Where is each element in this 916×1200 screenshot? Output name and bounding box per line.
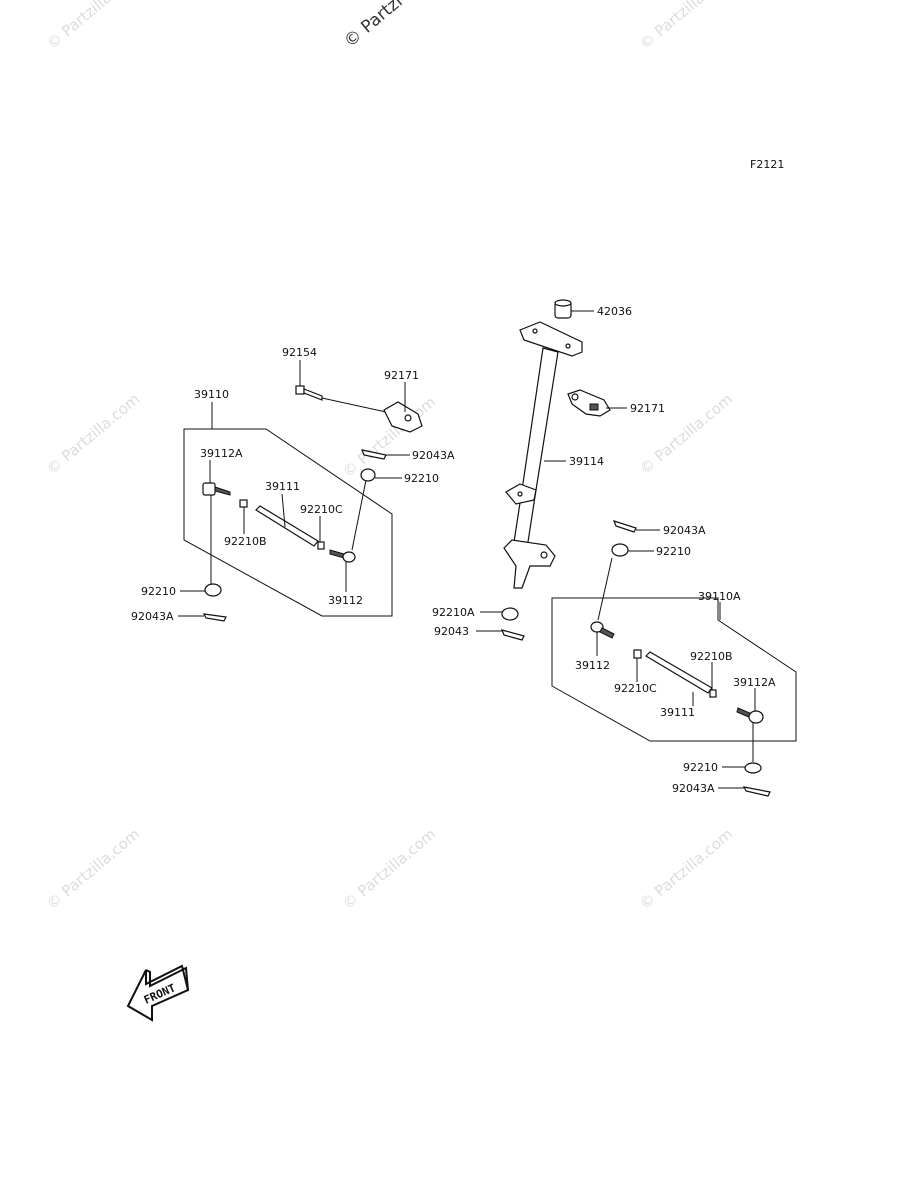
watermark: © Partzilla.com (339, 825, 439, 913)
watermark: © Partzilla.com (636, 825, 736, 913)
bolt-92154 (295, 385, 387, 413)
label-39111-right: 39111 (660, 706, 695, 719)
label-42036: 42036 (597, 305, 632, 318)
label-39111-left: 39111 (265, 480, 300, 493)
label-92043a-left: 92043A (131, 610, 174, 623)
watermarks: © Partzi © Partzilla.com © Partzilla.com… (43, 0, 736, 913)
label-92171-left: 92171 (384, 369, 419, 382)
label-92043: 92043 (434, 625, 469, 638)
label-92171-right: 92171 (630, 402, 665, 415)
label-39112-right: 39112 (575, 659, 610, 672)
label-39110a: 39110A (698, 590, 741, 603)
watermark-top: © Partzi (340, 0, 406, 52)
watermark: © Partzilla.com (43, 0, 143, 53)
label-92210c-right: 92210C (614, 682, 657, 695)
watermark: © Partzilla.com (339, 393, 439, 481)
tie-rod-assembly-39110 (183, 428, 393, 622)
steering-shaft-39114 (503, 299, 583, 589)
watermark: © Partzilla.com (43, 825, 143, 913)
label-92210-bottom: 92210 (683, 761, 718, 774)
watermark: © Partzilla.com (636, 0, 736, 53)
label-39110: 39110 (194, 388, 229, 401)
label-92210-mid: 92210 (404, 472, 439, 485)
label-92210-right: 92210 (656, 545, 691, 558)
mid-hardware (360, 449, 387, 482)
bracket-92171-right (567, 389, 611, 417)
label-92154: 92154 (282, 346, 317, 359)
bracket-92171-left (383, 401, 423, 433)
label-39112a-left: 39112A (200, 447, 243, 460)
label-92043a-right: 92043A (663, 524, 706, 537)
label-92043a-mid: 92043A (412, 449, 455, 462)
label-39112-left: 39112 (328, 594, 363, 607)
label-39112a-right: 39112A (733, 676, 776, 689)
label-92043a-bottom: 92043A (672, 782, 715, 795)
tie-rod-assembly-39110a (551, 520, 797, 797)
label-39114: 39114 (569, 455, 604, 468)
watermark: © Partzilla.com (43, 390, 143, 478)
leader-lines (178, 310, 756, 789)
label-92210c-left: 92210C (300, 503, 343, 516)
shaft-lower-hardware (500, 607, 525, 641)
front-arrow-icon: FRONT (126, 964, 190, 1022)
label-92210-left: 92210 (141, 585, 176, 598)
figure-code: F2121 (750, 158, 784, 171)
part-labels: 42036 92171 39114 92154 92171 39110 9204… (131, 305, 776, 795)
label-92210a: 92210A (432, 606, 475, 619)
label-92210b-right: 92210B (690, 650, 733, 663)
label-92210b-left: 92210B (224, 535, 267, 548)
